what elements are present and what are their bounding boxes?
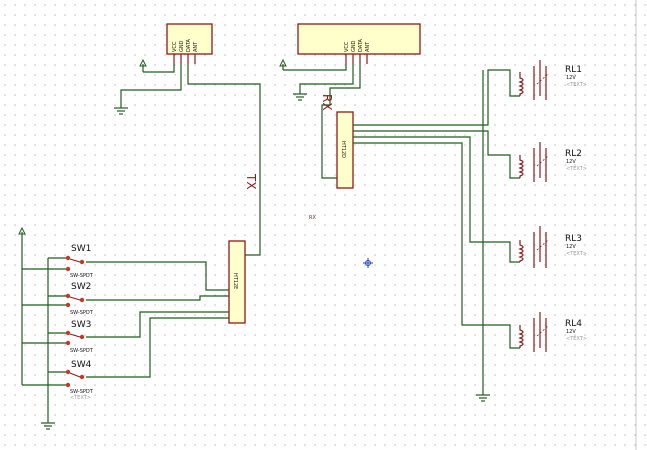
switch-type: SW-SPDT — [70, 348, 94, 354]
relay-sub: <TEXT> — [566, 82, 587, 88]
ground-symbol — [476, 394, 490, 402]
switch-type: SW-SPDT — [70, 389, 94, 395]
tx-pin-data: DATA — [186, 39, 192, 52]
relay-name: RL4 — [565, 319, 582, 329]
encoder-ic[interactable]: HT12E — [228, 240, 246, 324]
relay-value: 12V — [566, 329, 576, 335]
rx-vcc-arrow — [279, 58, 287, 70]
tx-vcc-arrow — [139, 58, 147, 72]
switch-sw1[interactable]: SW1 SW-SPDT — [65, 244, 94, 279]
tx-module[interactable]: VCC GND DATA ANT — [166, 23, 213, 64]
switch-name: SW1 — [71, 244, 91, 254]
relay-sub: <TEXT> — [566, 251, 587, 257]
switch-sub: <TEXT> — [70, 395, 91, 401]
rx-pin-gnd: GND — [351, 40, 357, 52]
rx-pin-vcc: VCC — [344, 41, 350, 52]
relay-value: 12V — [566, 244, 576, 250]
switch-type: SW-SPDT — [70, 310, 94, 316]
switch-name: SW2 — [71, 282, 91, 292]
relay-name: RL1 — [565, 65, 582, 75]
rx-module[interactable]: VCC GND DATA ANT — [297, 23, 421, 64]
ground-symbol — [114, 107, 128, 115]
rx-pin-data: DATA — [358, 39, 364, 52]
origin-marker-icon — [363, 258, 373, 268]
relay-value: 12V — [566, 159, 576, 165]
decoder-outputs — [353, 69, 520, 349]
relay-value: 12V — [566, 75, 576, 81]
switch-type: SW-SPDT — [70, 273, 94, 279]
relay-rl4[interactable]: RL4 12V <TEXT> — [518, 312, 587, 352]
rx-marker-label: RX — [309, 215, 316, 221]
switch-vcc-rail — [18, 226, 49, 423]
tx-label: TX — [244, 173, 258, 190]
decoder-label: HT12D — [340, 141, 346, 158]
relay-rl2[interactable]: RL2 12V <TEXT> — [518, 142, 587, 182]
relay-name: RL3 — [565, 234, 582, 244]
rx-wiring — [283, 64, 361, 179]
tx-pin-gnd: GND — [179, 40, 185, 52]
rx-pin-ant: ANT — [365, 41, 371, 52]
tx-pin-vcc: VCC — [172, 41, 178, 52]
tx-pin-ant: ANT — [193, 41, 199, 52]
decoder-ic[interactable]: HT12D — [336, 111, 354, 189]
relay-rl3[interactable]: RL3 12V <TEXT> — [518, 226, 587, 268]
switch-sw3[interactable]: SW3 SW-SPDT — [65, 320, 94, 354]
switch-wiring — [22, 257, 229, 386]
switch-sw2[interactable]: SW2 SW-SPDT — [65, 282, 94, 316]
relay-name: RL2 — [565, 149, 582, 159]
tx-wiring — [120, 64, 261, 256]
switch-sw4[interactable]: SW4 SW-SPDT <TEXT> — [65, 360, 94, 401]
relay-sub: <TEXT> — [566, 336, 587, 342]
ground-symbol — [41, 422, 55, 430]
switch-name: SW3 — [71, 320, 91, 330]
relay-sub: <TEXT> — [566, 166, 587, 172]
ground-symbol — [293, 93, 307, 101]
relay-rl1[interactable]: RL1 12V <TEXT> — [518, 60, 587, 100]
rx-label: RX — [320, 94, 334, 111]
encoder-label: HT12E — [232, 273, 238, 289]
switch-name: SW4 — [71, 360, 92, 370]
